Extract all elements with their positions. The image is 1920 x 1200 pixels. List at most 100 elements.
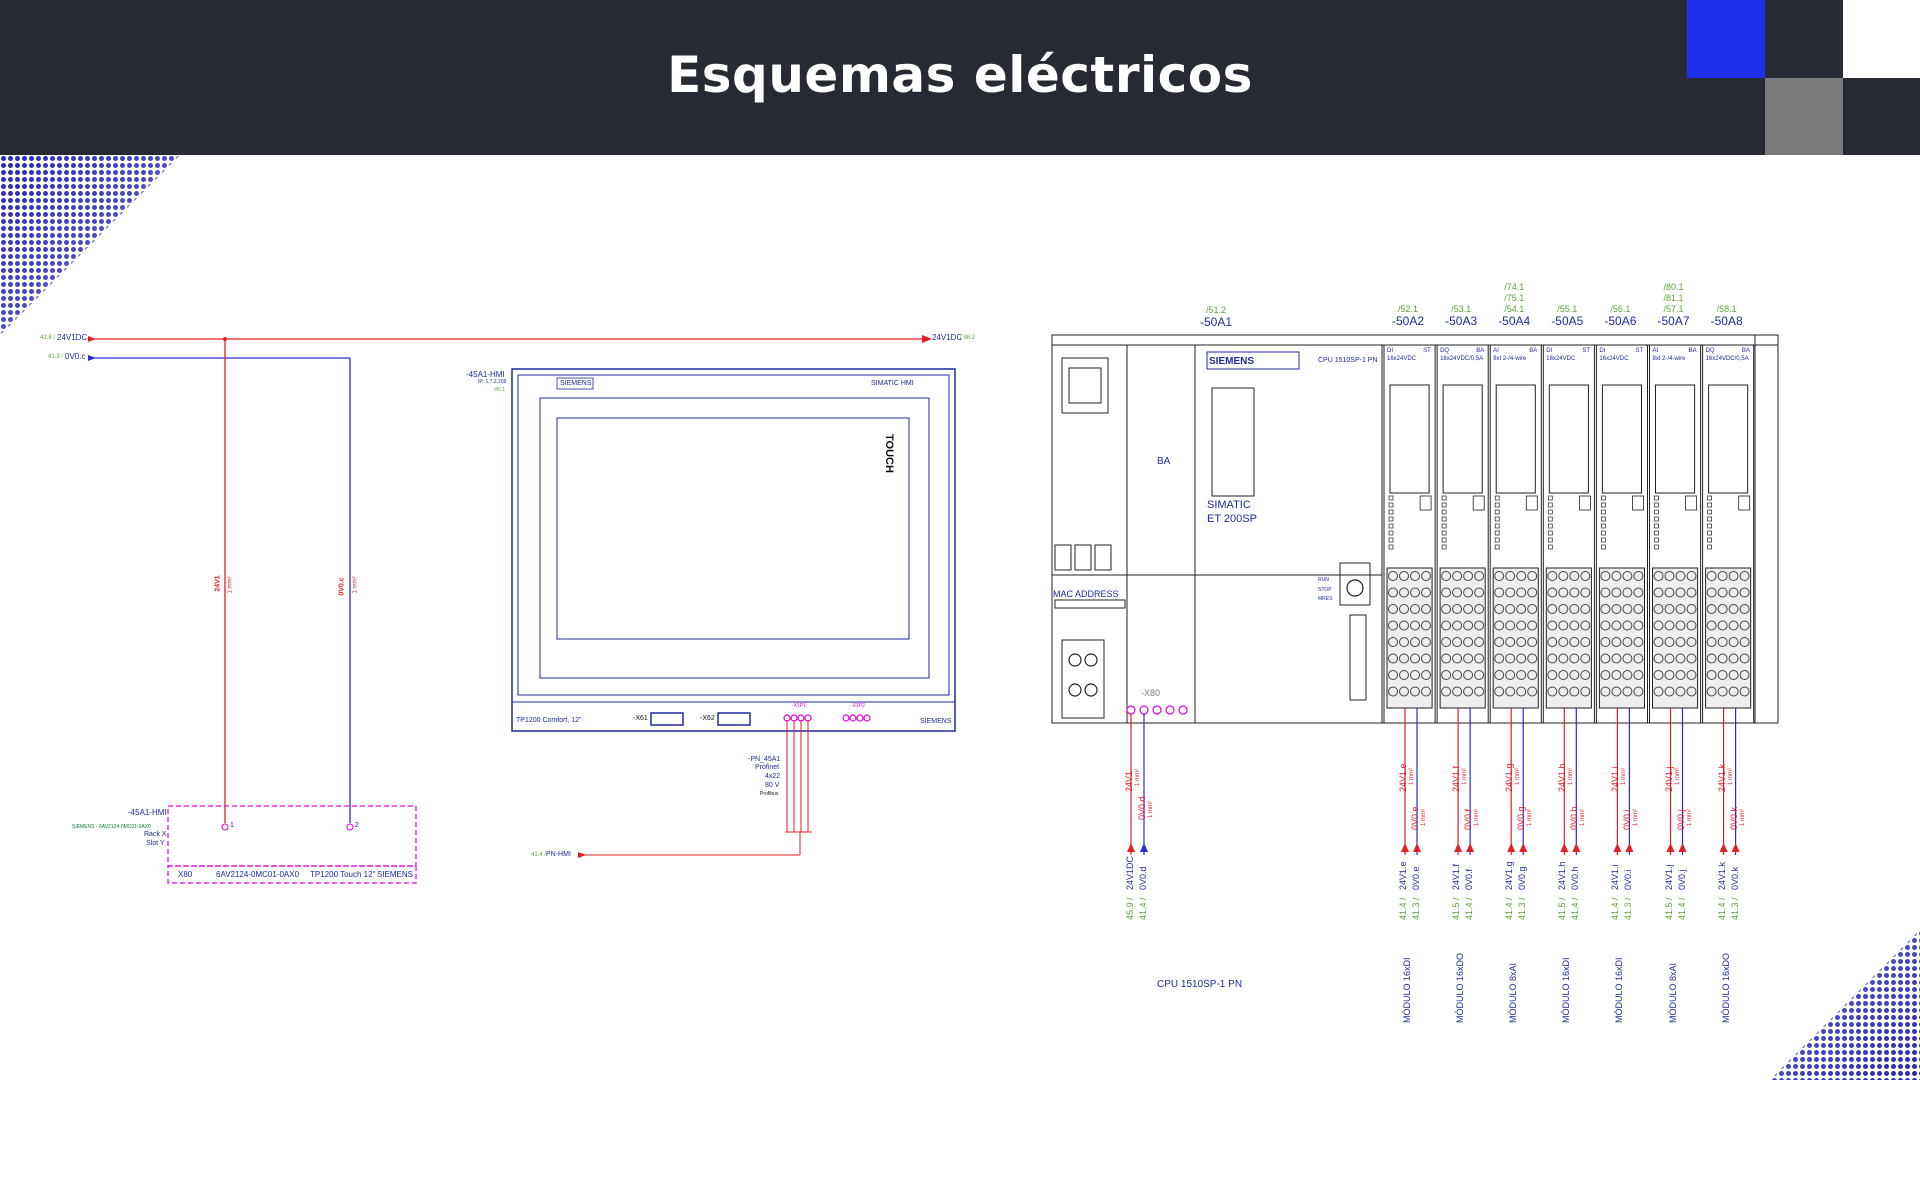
module-wire-p: 24V1.h: [1557, 763, 1568, 792]
terminal-screw: [1686, 653, 1697, 664]
terminal-screw: [1388, 620, 1398, 631]
terminal-screw: [1527, 587, 1538, 598]
terminal-screw: [1580, 571, 1591, 581]
mac-plate: [1054, 599, 1126, 609]
module-wire-size: 1 mm²: [1527, 809, 1534, 826]
terminal-screw: [1410, 587, 1420, 598]
terminal-screw: [1463, 670, 1474, 680]
terminal-screw: [1717, 637, 1728, 647]
terminal-screw: [1399, 571, 1409, 581]
module-wire-p: 24V1.f: [1451, 765, 1462, 792]
wire-0v-size: 1 mm²: [352, 576, 359, 594]
cpu-latch: [1349, 614, 1367, 701]
terminal-screw: [1505, 653, 1516, 664]
module-led: [1441, 544, 1447, 550]
terminal-screw: [1611, 637, 1622, 647]
module-led: [1654, 544, 1659, 550]
terminal-screw: [1728, 604, 1739, 614]
terminal-screw: [1463, 571, 1474, 581]
module-terminal-block: [1492, 567, 1539, 709]
module-type: DQ: [1440, 348, 1450, 354]
terminal-screw: [1580, 604, 1591, 614]
module-window: [1548, 384, 1589, 494]
module-net-ref-n: 41.4 /: [1464, 897, 1475, 920]
terminal-screw: [1739, 637, 1750, 647]
x80-pin: [1165, 705, 1175, 715]
module-supply-arrow: [1454, 843, 1463, 852]
terminal-screw: [1516, 604, 1527, 614]
terminal-screw: [1728, 587, 1739, 598]
terminal-screw: [1421, 637, 1431, 647]
terminal-screw: [1728, 653, 1739, 664]
module-flag: ST: [1635, 348, 1644, 354]
hmi-panel-ip: IP: 1.7.2.209: [478, 379, 507, 385]
terminal-screw: [1717, 571, 1728, 581]
terminal-screw: [1706, 604, 1717, 614]
module-tag: -50A4: [1498, 314, 1531, 328]
pn-size: 4x22: [765, 773, 781, 780]
module-ref: /55.1: [1557, 304, 1578, 314]
module-desc: 16x24VDC: [1546, 356, 1576, 362]
run-stop-switch: [1339, 562, 1371, 606]
module-net-ref-n: 41.3 /: [1411, 897, 1421, 920]
rail-0v-left-label: 0V0.c: [65, 352, 86, 361]
terminal-screw: [1569, 686, 1580, 697]
module-led: [1654, 537, 1659, 543]
terminal-screw: [1633, 637, 1644, 647]
terminal-screw: [1474, 653, 1485, 664]
module-flag: BA: [1688, 348, 1697, 354]
terminal-screw: [1706, 686, 1717, 697]
power-terminal: [1061, 639, 1105, 719]
hmi-panel-tag: -45A1-HMI: [466, 370, 505, 379]
cpu-mac: MAC ADDRESS: [1053, 589, 1119, 599]
cpu-tag: -50A1: [1200, 315, 1233, 329]
terminal-screw: [1463, 637, 1474, 647]
module-led: [1654, 502, 1659, 508]
module-ref: /53.1: [1451, 304, 1472, 314]
module-terminal-block: [1705, 567, 1752, 709]
terminal-screw: [1739, 620, 1750, 631]
module-net-ref-n: 41.4 /: [1570, 897, 1581, 920]
cpu-slot-block: [1054, 544, 1072, 571]
module-led: [1654, 509, 1659, 515]
terminal-screw: [1728, 670, 1739, 680]
accent-gray-square: [1765, 78, 1843, 155]
hmi-device-rack: Rack X: [144, 831, 167, 838]
module-wire-p: 24V1.j: [1663, 766, 1674, 792]
terminal-screw: [1686, 637, 1697, 647]
module-wire-size: 1 mm²: [1621, 768, 1628, 785]
terminal-screw: [1622, 604, 1633, 614]
module-type: DI: [1546, 348, 1553, 354]
module-ref: /57.1: [1663, 304, 1684, 314]
terminal-screw: [1653, 604, 1664, 614]
terminal-screw: [1441, 653, 1452, 664]
terminal-screw: [1474, 686, 1485, 697]
module-led: [1441, 530, 1447, 536]
module-supply-arrow: [1666, 843, 1675, 852]
module-supply-arrow: [1613, 843, 1622, 852]
slide-title: Esquemas eléctricos: [667, 46, 1253, 104]
device-brand: SIEMENS: [377, 870, 414, 879]
terminal-screw: [1622, 637, 1633, 647]
module-wire-n: 0V0.i: [1622, 809, 1633, 830]
module-tag: -50A8: [1710, 314, 1743, 328]
connector-name: X80: [178, 870, 193, 879]
terminal-screw: [1527, 653, 1538, 664]
terminal-screw: [1675, 637, 1686, 647]
module-supply-arrow: [1466, 843, 1475, 852]
terminal-screw: [1633, 653, 1644, 664]
module-window: [1655, 384, 1696, 494]
server-module: [1754, 334, 1779, 724]
terminal-screw: [1664, 571, 1675, 581]
module-led: [1601, 509, 1606, 515]
module-frame: [1383, 344, 1436, 724]
module-supply-arrow: [1560, 843, 1569, 852]
terminal-screw: [1388, 571, 1398, 581]
terminal-screw: [1494, 587, 1505, 598]
module-frame: [1542, 344, 1595, 724]
module-net-n: 0V0.e: [1411, 866, 1421, 890]
terminal-screw: [1399, 637, 1409, 647]
terminal-screw: [1717, 686, 1728, 697]
terminal-screw: [1728, 637, 1739, 647]
module-tag: -50A6: [1604, 314, 1637, 328]
